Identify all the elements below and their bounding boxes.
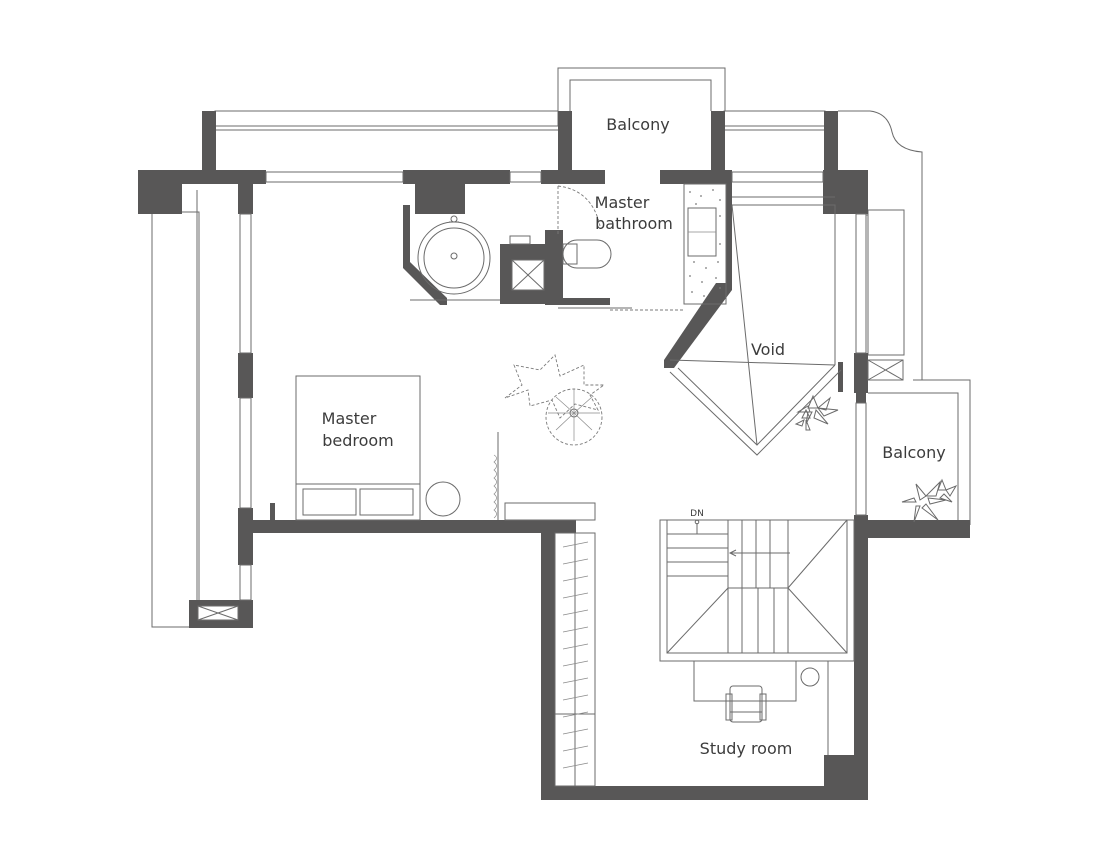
- label-master-bedroom-1: Master: [322, 409, 377, 428]
- staircase: [659, 519, 855, 662]
- room-labels: Balcony Master bathroom Void Master bedr…: [322, 115, 946, 758]
- wardrobe-hanger: [562, 745, 589, 752]
- wardrobe-hanger: [562, 609, 589, 616]
- label-master-bathroom-1: Master: [595, 193, 650, 212]
- wardrobe-hanger: [562, 541, 589, 548]
- side-table: [425, 481, 461, 517]
- wardrobe-hanger: [562, 660, 589, 667]
- bathroom-door-swing: [557, 185, 685, 311]
- label-master-bathroom-2: bathroom: [595, 214, 673, 233]
- spiral-staircase: [504, 354, 606, 446]
- wardrobe-hanger: [562, 626, 589, 633]
- wardrobe: [554, 532, 596, 787]
- label-balcony-right: Balcony: [882, 443, 945, 462]
- plant-icon-balcony: [901, 478, 958, 523]
- toilet: [562, 239, 612, 269]
- wardrobe-hanger: [562, 728, 589, 735]
- wardrobe-hanger: [562, 558, 589, 565]
- bathtub: [410, 215, 500, 301]
- label-balcony-top: Balcony: [606, 115, 669, 134]
- vanity-counter: [683, 183, 727, 305]
- bench: [504, 502, 596, 521]
- label-master-bedroom-2: bedroom: [322, 431, 394, 450]
- label-stair-dn: DN: [690, 509, 704, 519]
- walls: [138, 111, 970, 800]
- wardrobe-hanger: [562, 575, 589, 582]
- void-area: [669, 196, 842, 456]
- bed: [295, 375, 421, 521]
- wardrobe-hanger: [562, 694, 589, 701]
- wardrobe-hanger: [562, 643, 589, 650]
- label-void: Void: [751, 340, 785, 359]
- plant-icon-void: [794, 394, 839, 431]
- label-study-room: Study room: [700, 739, 793, 758]
- wardrobe-hanger: [562, 762, 589, 769]
- shower-box: [509, 235, 545, 291]
- windows: [197, 171, 904, 621]
- wardrobe-hanger: [562, 592, 589, 599]
- wardrobe-hanger: [562, 677, 589, 684]
- curtain: [493, 432, 499, 520]
- wardrobe-hanger: [562, 711, 589, 718]
- study-desk: [693, 660, 829, 755]
- study-chair: [725, 685, 767, 723]
